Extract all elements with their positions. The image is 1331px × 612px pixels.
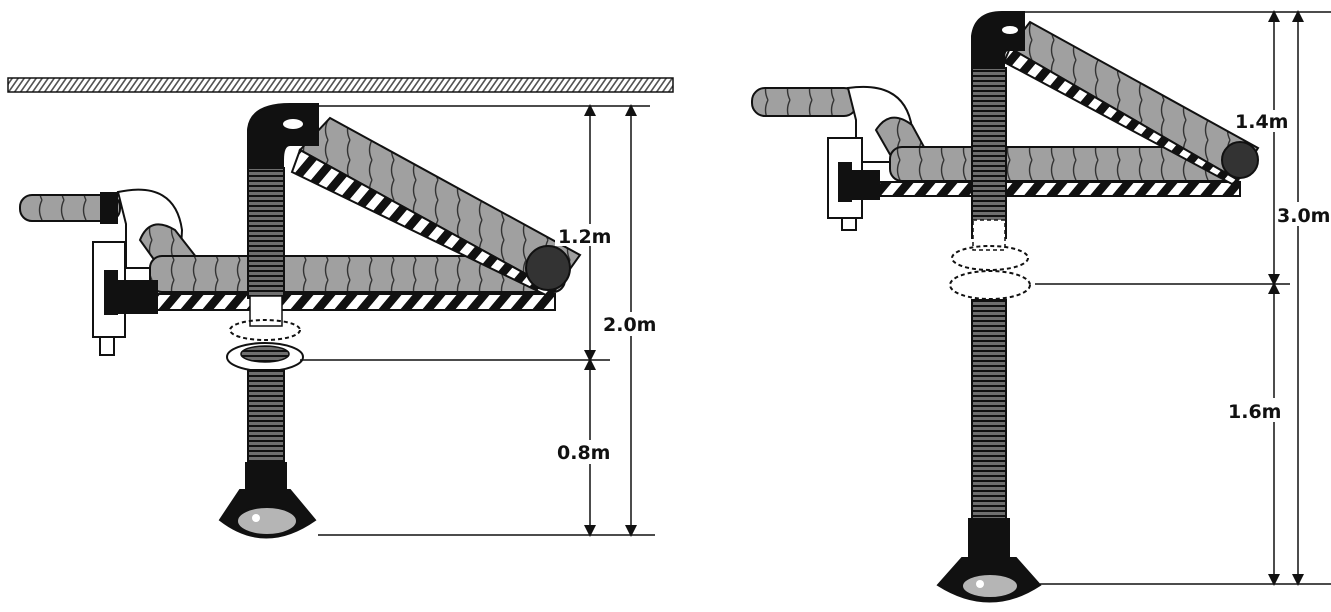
left-inlet-duct (19, 194, 121, 222)
right-lower-hose (971, 299, 1007, 521)
right-total-length-label: 3.0m (1277, 205, 1330, 227)
right-drop-length-label: 1.6m (1228, 401, 1281, 423)
left-unit: 1.2m 2.0m 0.8m (7, 77, 674, 539)
right-diagonal-striped-arm (1002, 46, 1240, 186)
right-lower-striped-arm (855, 181, 1241, 197)
left-swivel-ring (229, 319, 301, 341)
left-arm-length-label: 1.2m (558, 226, 611, 248)
right-arm-length-label: 1.4m (1235, 111, 1288, 133)
ceiling-hatch (7, 77, 674, 93)
left-vertical-hose (247, 167, 285, 299)
left-diagonal-striped-arm (290, 148, 557, 298)
left-lower-striped-arm (109, 293, 556, 311)
right-vertical-hose (971, 67, 1007, 239)
right-unit: 1.4m 3.0m 1.6m (751, 9, 1331, 603)
left-drop-length-label: 0.8m (557, 442, 610, 464)
right-inlet-duct (751, 87, 858, 117)
left-lower-hose (247, 369, 285, 466)
right-swivel-ring (951, 245, 1029, 271)
left-total-length-label: 2.0m (603, 314, 656, 336)
left-top-elbow (247, 103, 319, 171)
